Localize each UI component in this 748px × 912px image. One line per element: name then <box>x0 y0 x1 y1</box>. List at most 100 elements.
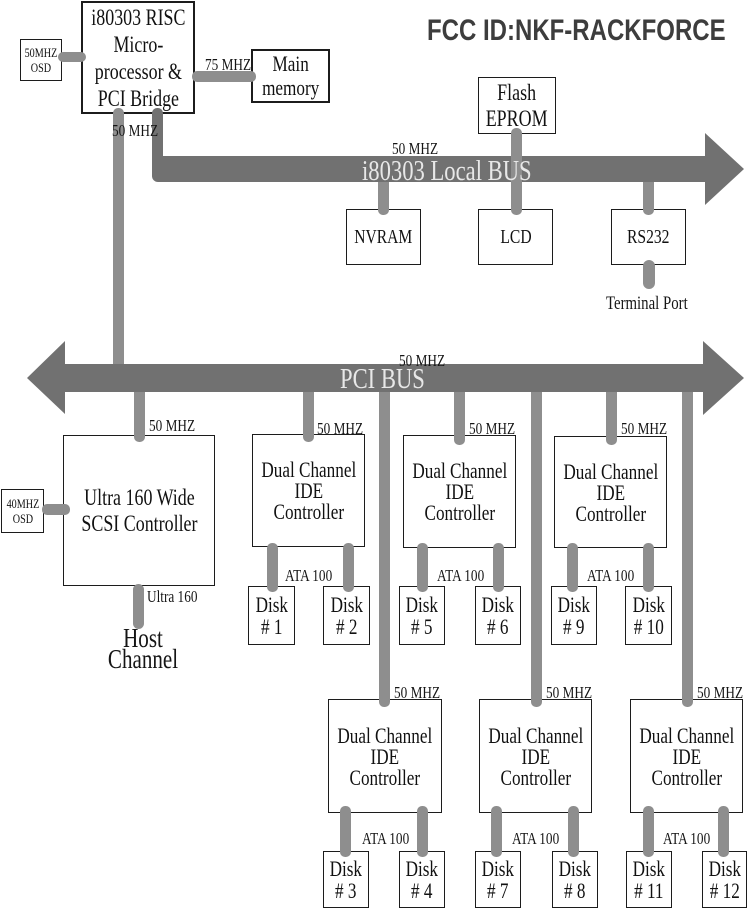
conn-ide5-disk8 <box>568 806 579 857</box>
disk-11-label: # 11 <box>634 877 664 903</box>
disk-3-label: Disk <box>329 855 363 881</box>
conn-pcibus-ide5 <box>531 392 542 707</box>
conn-localbus-rs232 <box>643 182 654 215</box>
disk-1-text: Disk# 1 <box>255 591 288 638</box>
main-memory-label: Main <box>272 51 309 76</box>
disk-1-label: Disk <box>255 591 288 617</box>
nvram: NVRAM <box>346 209 421 265</box>
disk-7-label: # 7 <box>487 877 509 903</box>
processor-label: Micro- <box>113 31 163 57</box>
disk-3: Disk# 3 <box>323 851 369 908</box>
rs232: RS232 <box>611 209 686 265</box>
ide-controller-4-label: IDE <box>370 743 400 769</box>
disk-12-label: # 12 <box>709 877 740 903</box>
lcd-text: LCD <box>500 226 531 248</box>
disk-11-text: Disk# 11 <box>633 857 665 903</box>
conn-processor-localbus <box>152 108 163 182</box>
ide-controller-6-label: Dual Channel <box>639 722 734 748</box>
lcd: LCD <box>478 209 553 265</box>
conn-ide3-disk10 <box>643 543 654 592</box>
osd-40mhz-label: OSD <box>12 511 33 526</box>
disk-8-text: Disk# 8 <box>558 855 592 902</box>
conn-ide1-disk2 <box>343 543 354 592</box>
page-title: FCC ID:NKF-RACKFORCE <box>427 14 726 47</box>
ide-controller-2-label: Controller <box>424 500 495 525</box>
disk-6: Disk# 6 <box>475 586 521 645</box>
disk-6-label: Disk <box>481 591 515 617</box>
label-50mhz-ide6: 50 MHZ <box>697 683 744 702</box>
conn-pcibus-ide2 <box>454 392 465 445</box>
ide-controller-1-label: IDE <box>294 478 323 503</box>
ide-controller-1-label: Dual Channel <box>261 457 356 482</box>
disk-4-label: # 4 <box>411 877 433 903</box>
ide-controller-4-label: Dual Channel <box>337 722 433 748</box>
disk-5-label: Disk <box>405 591 439 617</box>
disk-9-label: Disk <box>557 591 591 617</box>
conn-pcibus-ide1 <box>303 392 314 442</box>
label-50mhz-ide2: 50 MHZ <box>469 419 516 438</box>
ide-controller-6-label: Controller <box>651 764 722 790</box>
label-50mhz-scsi: 50 MHZ <box>149 416 196 435</box>
disk-8-label: Disk <box>558 855 592 881</box>
disk-5-text: Disk# 5 <box>405 591 439 638</box>
disk-3-label: # 3 <box>335 877 357 903</box>
osd-40mhz-label: 40MHZ <box>6 496 39 511</box>
conn-ide6-disk11 <box>643 806 654 857</box>
disk-9: Disk# 9 <box>551 586 597 645</box>
nvram-label: NVRAM <box>354 226 413 248</box>
label-50mhz-ide5: 50 MHZ <box>546 683 593 702</box>
disk-7: Disk# 7 <box>475 851 521 908</box>
label-50mhz-pcibus: 50 MHZ <box>399 351 446 370</box>
disk-3-text: Disk# 3 <box>329 855 363 903</box>
disk-9-label: # 9 <box>563 613 585 639</box>
local-bus-label: i80303 Local BUS <box>362 155 532 187</box>
conn-pcibus-ide6 <box>682 392 693 707</box>
label-terminal-port: Terminal Port <box>606 293 688 314</box>
disk-10: Disk# 10 <box>625 586 672 645</box>
ide-controller-6-label: IDE <box>672 743 701 769</box>
disk-7-text: Disk# 7 <box>482 857 514 903</box>
conn-pcibus-scsi <box>134 392 145 442</box>
conn-flasheprom-lcd <box>511 128 522 215</box>
ide-controller-2-label: Dual Channel <box>412 458 507 483</box>
ide-controller-5-label: IDE <box>521 743 550 769</box>
ide-controller-3-label: Controller <box>575 500 646 526</box>
conn-ide1-disk1 <box>267 543 278 592</box>
conn-ide5-disk7 <box>491 806 502 857</box>
rs232-text: RS232 <box>627 226 669 248</box>
ide-controller-3-label: Dual Channel <box>563 458 658 484</box>
conn-pcibus-ide3 <box>606 392 617 445</box>
pci-bus-label: PCI BUS <box>340 363 425 395</box>
disk-1: Disk# 1 <box>248 586 295 645</box>
processor-label: i80303 RISC <box>90 4 186 30</box>
disk-6-text: Disk# 6 <box>481 591 515 638</box>
scsi-controller-label: Ultra 160 Wide <box>83 484 195 510</box>
disk-11: Disk# 11 <box>626 851 672 908</box>
ide-controller-5-label: Dual Channel <box>488 722 583 748</box>
disk-4-label: Disk <box>405 855 439 881</box>
nvram-text: NVRAM <box>354 226 412 248</box>
conn-scsi-hostchannel <box>133 584 144 629</box>
disk-2-label: Disk <box>330 591 363 617</box>
conn-ide6-disk12 <box>718 806 729 857</box>
label-50mhz-ide4: 50 MHZ <box>394 683 441 702</box>
disk-5: Disk# 5 <box>399 586 445 645</box>
